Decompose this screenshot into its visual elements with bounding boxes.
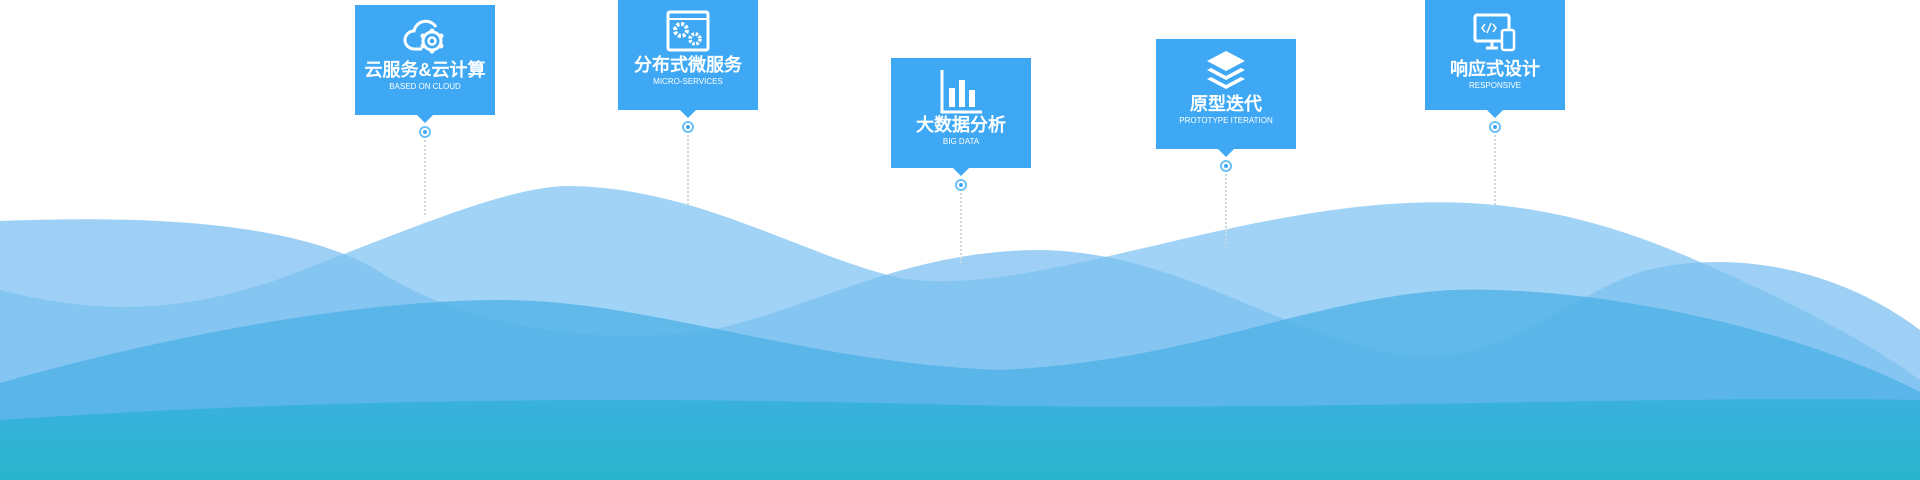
bar-chart-icon [940, 70, 982, 114]
pin-marker [955, 179, 967, 191]
feature-title: 原型迭代 [1190, 94, 1262, 114]
pin-marker [1220, 160, 1232, 172]
feature-subtitle: RESPONSIVE [1468, 81, 1521, 90]
dotted-connector [687, 135, 689, 205]
feature-box[interactable]: 云服务&云计算 BASED ON CLOUD [355, 5, 495, 123]
feature-box[interactable]: 响应式设计 RESPONSIVE [1425, 0, 1565, 118]
feature-subtitle: BASED ON CLOUD [389, 82, 461, 91]
feature-subtitle: BIG DATA [942, 137, 980, 146]
feature-prototype[interactable]: 原型迭代 PROTOTYPE ITERATION [1156, 39, 1296, 244]
feature-box[interactable]: 分布式微服务 MICRO-SERVICES [618, 0, 758, 118]
feature-title: 响应式设计 [1450, 59, 1540, 79]
feature-microservices[interactable]: 分布式微服务 MICRO-SERVICES [618, 0, 758, 205]
feature-cloud[interactable]: 云服务&云计算 BASED ON CLOUD [355, 5, 495, 215]
wave-layer-4 [0, 399, 1920, 480]
feature-title: 云服务&云计算 [364, 60, 486, 80]
pin-marker [1489, 121, 1501, 133]
feature-title: 分布式微服务 [634, 55, 742, 75]
dotted-connector [1494, 135, 1496, 205]
feature-bigdata[interactable]: 大数据分析 BIG DATA [891, 58, 1031, 263]
window-gears-icon [666, 10, 710, 52]
dotted-connector [960, 193, 962, 263]
responsive-devices-icon [1473, 13, 1516, 52]
cloud-gear-icon [403, 19, 444, 54]
layers-icon [1207, 51, 1245, 89]
feature-box[interactable]: 大数据分析 BIG DATA [891, 58, 1031, 176]
feature-title: 大数据分析 [916, 115, 1006, 135]
feature-subtitle: MICRO-SERVICES [653, 77, 723, 86]
feature-responsive[interactable]: 响应式设计 RESPONSIVE [1425, 0, 1565, 205]
feature-box[interactable]: 原型迭代 PROTOTYPE ITERATION [1156, 39, 1296, 157]
pin-marker [419, 126, 431, 138]
pin-marker [682, 121, 694, 133]
dotted-connector [424, 140, 426, 215]
feature-subtitle: PROTOTYPE ITERATION [1179, 116, 1273, 125]
dotted-connector [1225, 174, 1227, 244]
